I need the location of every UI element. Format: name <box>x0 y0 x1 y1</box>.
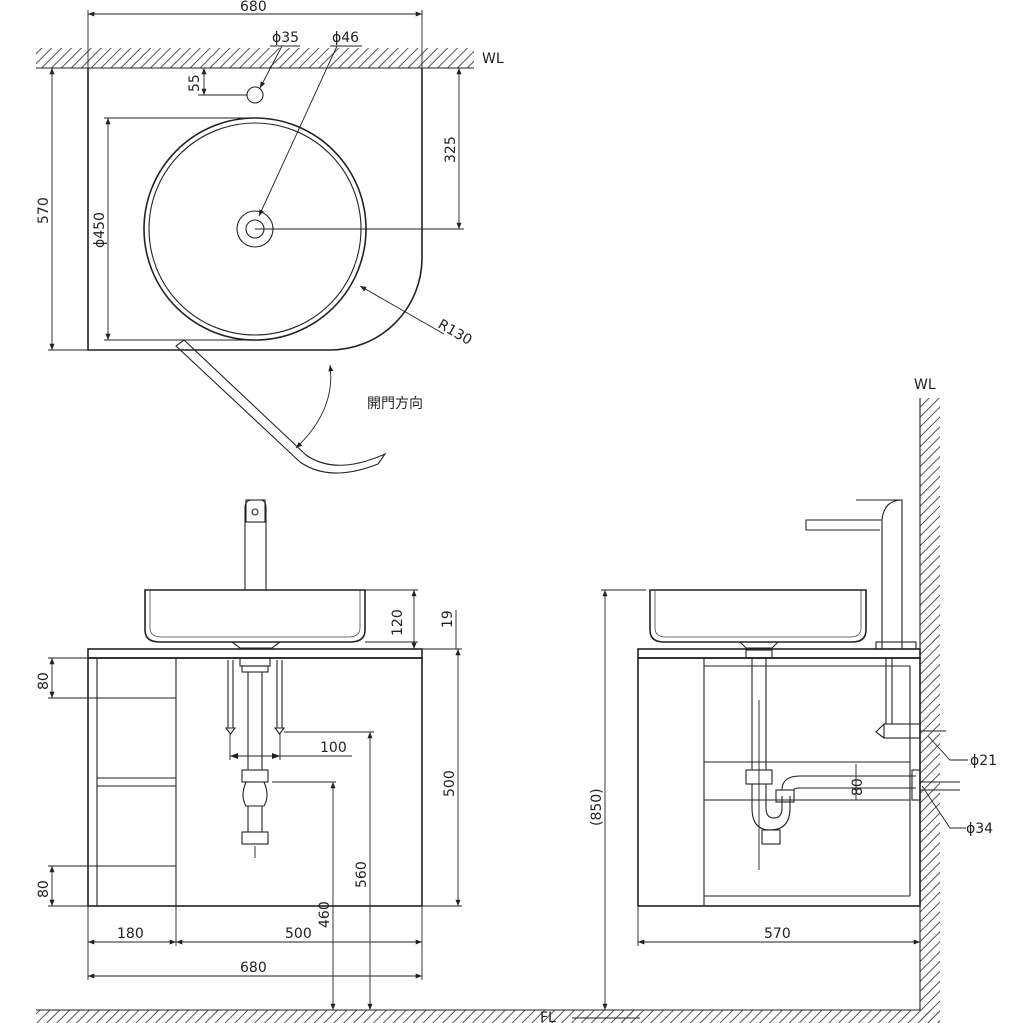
side-wall-label: WL <box>914 377 936 393</box>
side-drain-offset-label: 80 <box>850 778 866 796</box>
front-floor-hatch <box>36 1010 640 1023</box>
plan-faucet-hole <box>246 86 264 104</box>
front-left-width-label: 180 <box>117 926 144 942</box>
front-faucet-handle <box>245 499 266 523</box>
front-faucet-aerator <box>251 508 259 516</box>
side-wall-hatch <box>920 398 940 1023</box>
plan-drain-label: ϕ46 <box>332 30 359 46</box>
side-depth-label: 570 <box>764 926 791 942</box>
side-counter <box>637 648 921 659</box>
side-drain-pipe-leader <box>921 785 966 829</box>
front-basin-inner <box>149 590 361 638</box>
plan-drain-leader <box>258 45 338 217</box>
front-supply-height-label: 560 <box>354 861 370 888</box>
side-cabinet <box>637 657 921 907</box>
plan-hole-offset-label: 55 <box>187 74 203 92</box>
side-view: WL <box>589 377 997 1023</box>
front-counter-thk-label: 19 <box>440 610 456 628</box>
side-supply-leader <box>927 735 968 761</box>
front-drain-assembly <box>224 657 286 858</box>
side-drain-pipe-label: ϕ34 <box>966 821 993 837</box>
front-drawer-bottom-label: 80 <box>36 880 52 898</box>
front-supply-spacing-label: 100 <box>320 740 347 756</box>
side-total-height-label: (850) <box>589 788 605 826</box>
front-basin <box>144 589 366 643</box>
front-cab-height-label: 500 <box>442 770 458 797</box>
front-basin-drain <box>231 641 281 649</box>
plan-wall-label: WL <box>482 51 504 67</box>
side-supply-label: ϕ21 <box>970 753 997 769</box>
side-drain-assembly <box>745 649 960 870</box>
plan-depth-label: 570 <box>36 197 52 224</box>
plan-door-swing-arc <box>295 364 334 449</box>
plan-faucet-leader <box>259 45 283 89</box>
plan-width-label: 680 <box>240 0 267 15</box>
plan-door-panel <box>175 339 387 474</box>
plan-counter-outline <box>87 68 423 351</box>
side-basin-inner <box>654 590 862 638</box>
front-right-width-label: 500 <box>285 926 312 942</box>
plan-radius-leader <box>359 285 445 335</box>
front-trap-height-label: 460 <box>317 901 333 928</box>
plan-center-label: 325 <box>443 136 459 163</box>
front-view: FL <box>36 499 640 1023</box>
plan-wall-hatch <box>36 48 474 68</box>
side-basin <box>649 589 867 643</box>
plan-view: WL 680 ϕ35 ϕ46 55 570 325 <box>36 0 504 474</box>
front-faucet <box>244 499 267 590</box>
plan-radius-label: R130 <box>435 317 475 349</box>
front-drawer-top-label: 80 <box>36 672 52 690</box>
front-floor-label: FL <box>540 1010 556 1023</box>
plan-door-swing-label: 開門方向 <box>367 396 423 412</box>
front-total-width-label: 680 <box>240 960 267 976</box>
front-counter <box>87 648 423 659</box>
plan-basin-dia-label: ϕ450 <box>92 212 108 248</box>
side-basin-drain <box>739 641 779 649</box>
side-floor-hatch <box>622 1010 940 1023</box>
plan-faucet-hole-label: ϕ35 <box>272 30 299 46</box>
front-basin-height-label: 120 <box>390 609 406 636</box>
side-faucet <box>805 499 903 649</box>
